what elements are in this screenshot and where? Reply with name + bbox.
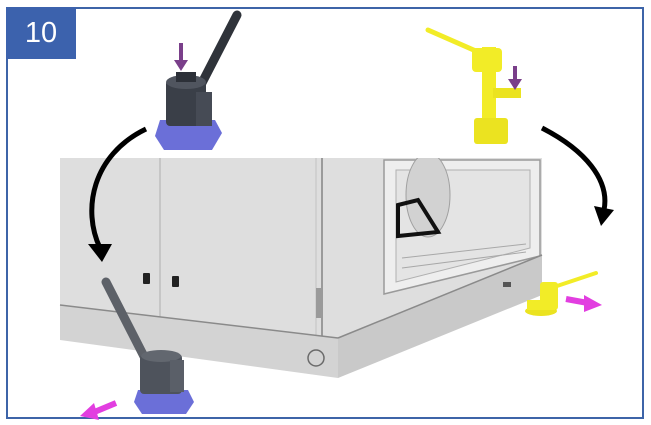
down-arrow-icon	[508, 66, 522, 90]
screw-jack-bottom	[525, 271, 598, 316]
right-arrow-icon	[565, 295, 602, 312]
move-out-arrow-left	[80, 400, 118, 420]
hydraulic-jack-top	[155, 10, 242, 150]
step-number: 10	[24, 16, 58, 49]
step-number-badge: 10	[6, 7, 76, 59]
screw-jack-top	[425, 27, 521, 144]
hydraulic-jack-bottom	[101, 277, 194, 414]
curved-arrow-right	[540, 125, 614, 226]
cabinet-unit	[59, 152, 543, 378]
curved-arrow-left	[88, 126, 148, 262]
down-arrow-icon	[174, 43, 188, 71]
